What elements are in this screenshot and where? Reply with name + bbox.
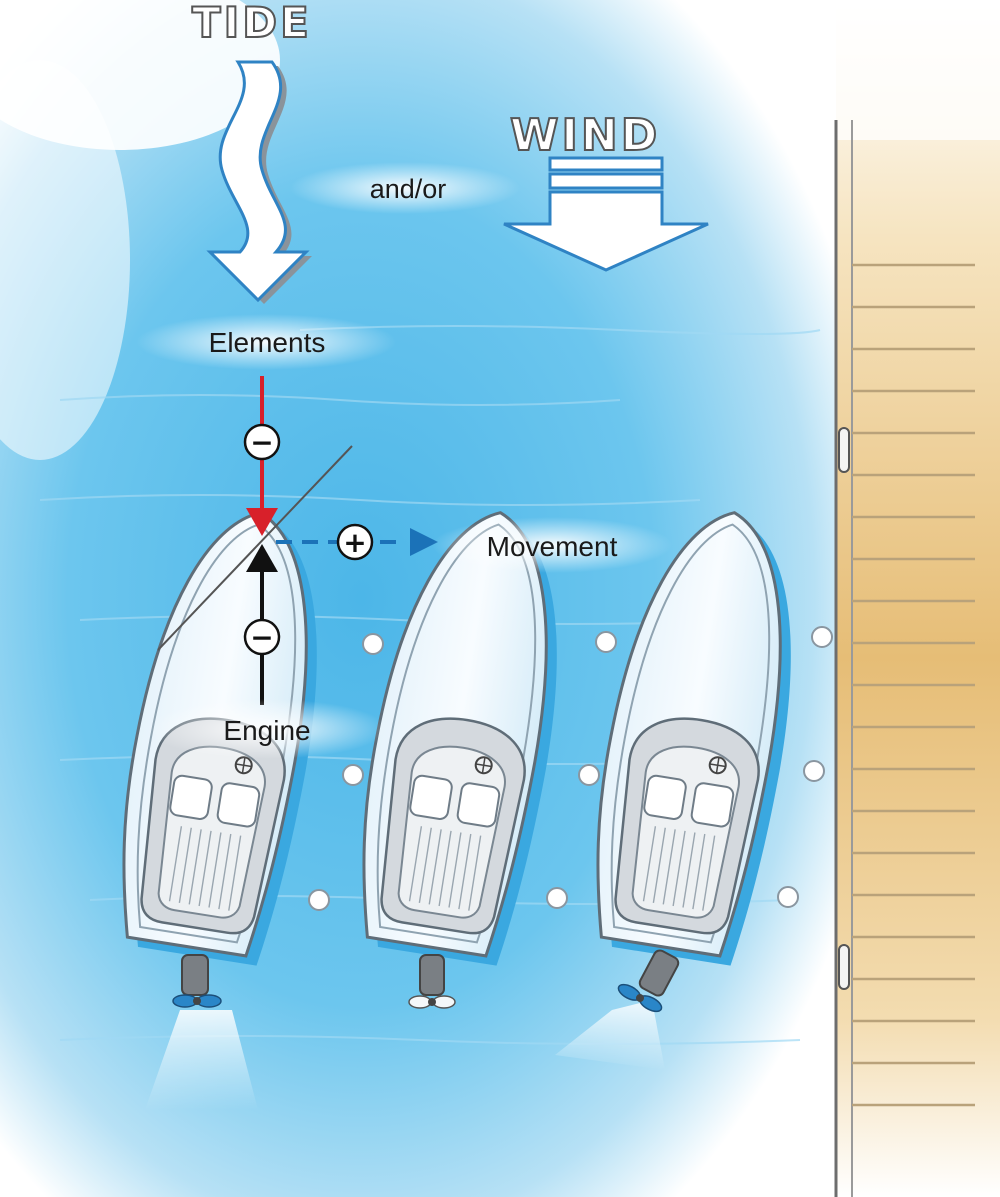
propeller-icon: [172, 994, 222, 1008]
elements-force-arrowhead: [246, 508, 278, 536]
bow-tangent-line: [157, 445, 353, 651]
outboard-engine: [638, 949, 680, 997]
tide-label: TIDE: [192, 0, 312, 47]
fender-icon: [777, 886, 799, 908]
propeller-icon: [617, 983, 663, 1013]
outboard-engine: [181, 954, 209, 996]
fender-icon: [803, 760, 825, 782]
block-down-arrow-icon: [503, 156, 709, 272]
fender-icon: [546, 887, 568, 909]
elements-minus-badge: [243, 423, 281, 461]
fender-icon: [342, 764, 364, 786]
fender-icon: [362, 633, 384, 655]
propeller-wake: [145, 1010, 258, 1110]
fender-icon: [308, 889, 330, 911]
fender-icon: [811, 626, 833, 648]
and-or-label: and/or: [370, 174, 447, 204]
wavy-down-arrow-icon: [206, 60, 312, 304]
dock-planks: [852, 263, 975, 1107]
movement-label: Movement: [487, 531, 618, 562]
engine-minus-badge: [243, 618, 281, 656]
cleat-icon: [838, 427, 850, 473]
movement-force-arrowhead: [410, 528, 438, 556]
engine-force-arrowhead: [246, 544, 278, 572]
dock: [836, 0, 1000, 1197]
fender-icon: [595, 631, 617, 653]
outboard-engine: [419, 954, 445, 996]
propeller-icon: [408, 995, 456, 1009]
engine-label: Engine: [223, 715, 310, 746]
elements-label: Elements: [209, 327, 326, 358]
movement-sign: +: [343, 526, 366, 559]
movement-plus-badge: [336, 523, 374, 561]
cleat-icon: [838, 944, 850, 990]
fenders: [308, 626, 833, 911]
wind-label: WIND: [510, 110, 660, 161]
elements-sign: −: [250, 426, 273, 459]
propeller-wake: [555, 1000, 665, 1070]
engine-sign: −: [250, 621, 273, 654]
fender-icon: [578, 764, 600, 786]
